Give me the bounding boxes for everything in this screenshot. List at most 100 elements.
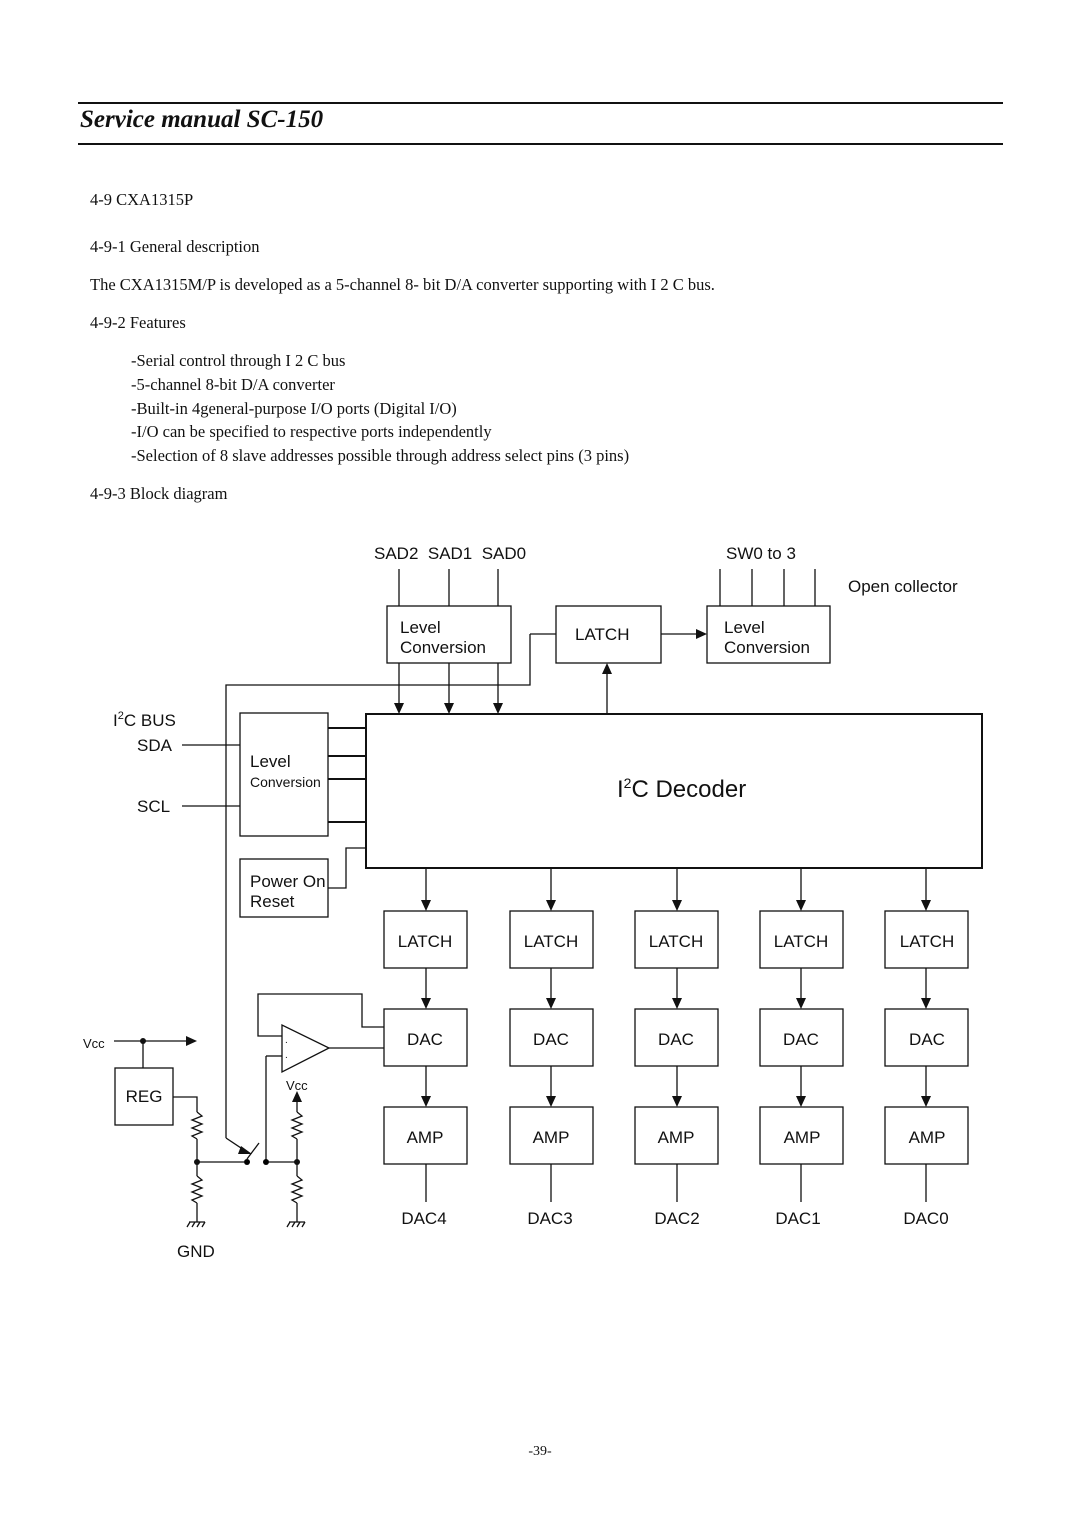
dac-label: DAC [909,1030,945,1049]
channel-dac4: LATCH DAC AMP DAC4 [383,868,468,1228]
channel-dac3: LATCH DAC AMP DAC3 [509,868,594,1228]
arrow-head [796,998,806,1009]
resistor [290,1111,304,1140]
reset-label: Reset [250,892,295,911]
latch-feed-wire [225,634,531,1138]
manual-title: Service manual SC-150 [80,106,324,133]
conversion-label: Conversion [400,638,486,657]
level-label: Level [724,618,765,637]
channel-dac2: LATCH DAC AMP DAC2 [634,868,719,1228]
latch-label: LATCH [649,932,703,951]
dac4-output-label: DAC4 [401,1209,446,1228]
sw-pin-label: SW0 to 3 [726,544,796,563]
arrow-head [421,1096,431,1107]
level-conversion-bus-box [239,712,329,837]
opamp-plus: . [285,1035,288,1046]
feature-item: -Built-in 4general-purpose I/O ports (Di… [131,399,457,418]
resistor [290,1175,304,1204]
block-diagram: SAD2 SAD1 SAD0 SW0 to 3 Open collector L… [83,544,983,1261]
opamp-feedback-wire [257,993,384,1037]
dac1-output-label: DAC1 [775,1209,820,1228]
arrow-head [921,1096,931,1107]
latch-label: LATCH [774,932,828,951]
arrow-head [672,900,682,911]
level-label: Level [250,752,291,771]
amp-label: AMP [407,1128,444,1147]
arrow-head [421,998,431,1009]
open-collector-label: Open collector [848,577,958,596]
resistor [190,1111,204,1140]
dac-label: DAC [658,1030,694,1049]
power-on-label: Power On [250,872,326,891]
opamp-minus: . [285,1050,288,1061]
conversion-label: Conversion [724,638,810,657]
switch-contact [263,1159,269,1165]
header-bottom-rule [78,143,1003,145]
arrow-head [394,703,404,714]
feature-item: -I/O can be specified to respective port… [131,422,492,441]
resistor [190,1175,204,1204]
reg-output-wire [173,1096,198,1112]
arrow-head [796,900,806,911]
amp-label: AMP [658,1128,695,1147]
switch-blade [246,1142,260,1160]
section-heading: 4-9 CXA1315P [90,190,194,209]
reg-label: REG [126,1087,163,1106]
arrow-head [696,629,707,639]
amp-label: AMP [784,1128,821,1147]
arrow-head [546,900,556,911]
level-label: Level [400,618,441,637]
switch-contact [244,1159,250,1165]
arrow-head [421,900,431,911]
sda-label: SDA [137,736,173,755]
channel-dac0: LATCH DAC AMP DAC0 [884,868,969,1228]
gnd-label: GND [177,1242,215,1261]
feature-item: -5-channel 8-bit D/A converter [131,375,335,394]
vcc-label: Vcc [83,1036,105,1051]
arrow-head [292,1091,302,1102]
i2c-decoder-box [365,713,983,869]
channel-dac1: LATCH DAC AMP DAC1 [759,868,844,1228]
dac3-output-label: DAC3 [527,1209,572,1228]
arrow-head [672,998,682,1009]
arrow-head [672,1096,682,1107]
latch-label: LATCH [524,932,578,951]
ground-symbol [186,1221,206,1228]
block-diagram-heading: 4-9-3 Block diagram [90,484,228,503]
feature-item: -Serial control through I 2 C bus [131,351,346,370]
vcc-label: Vcc [286,1078,308,1093]
header-top-rule [78,102,1003,104]
reference-opamp [281,1023,331,1074]
arrow-head [238,1146,252,1154]
ground-symbol [286,1221,306,1228]
reset-to-decoder-wire [328,847,366,889]
scl-label: SCL [137,797,170,816]
dac2-output-label: DAC2 [654,1209,699,1228]
general-description-text: The CXA1315M/P is developed as a 5-chann… [90,275,715,294]
i2c-bus-label: I2C BUS [113,710,176,730]
arrow-head [186,1036,197,1046]
conversion-label: Conversion [250,774,321,790]
amp-label: AMP [909,1128,946,1147]
latch-label: LATCH [900,932,954,951]
features-heading: 4-9-2 Features [90,313,186,332]
arrow-head [444,703,454,714]
dac0-output-label: DAC0 [903,1209,948,1228]
feature-item: -Selection of 8 slave addresses possible… [131,446,630,465]
arrow-head [796,1096,806,1107]
latch-label: LATCH [575,625,629,644]
arrow-head [602,663,612,674]
page-number: -39- [528,1444,552,1459]
dac-label: DAC [533,1030,569,1049]
dac-label: DAC [783,1030,819,1049]
sad-pin-labels: SAD2 SAD1 SAD0 [374,544,526,563]
arrow-head [921,998,931,1009]
arrow-head [546,1096,556,1107]
dac-label: DAC [407,1030,443,1049]
general-description-heading: 4-9-1 General description [90,237,260,256]
amp-label: AMP [533,1128,570,1147]
arrow-head [493,703,503,714]
arrow-head [921,900,931,911]
level-conversion-sw-box [706,605,831,664]
arrow-head [546,998,556,1009]
